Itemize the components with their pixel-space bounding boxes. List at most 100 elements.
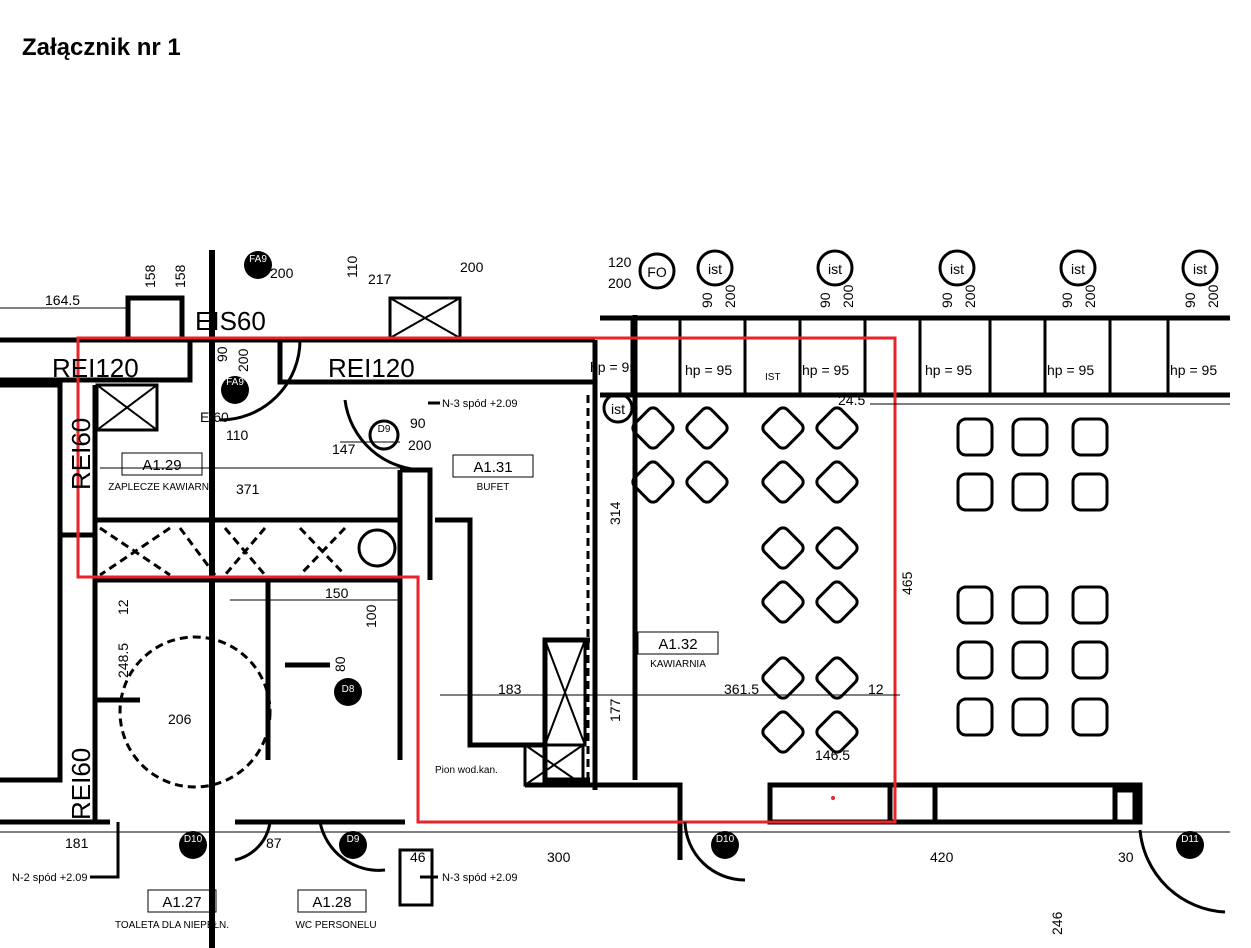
door-label: D10 bbox=[184, 834, 203, 845]
note-n3: N-3 spód +2.09 bbox=[442, 398, 518, 410]
cafe-chair-icon bbox=[815, 406, 859, 450]
room-name: ZAPLECZE KAWIARNI bbox=[108, 482, 212, 493]
dimension: 314 bbox=[607, 501, 623, 525]
fire-rating-rei60: REI60 bbox=[66, 418, 96, 490]
room-id: A1.27 bbox=[162, 894, 201, 911]
dimension: 90 bbox=[1182, 292, 1198, 308]
chair-icon bbox=[956, 697, 994, 737]
dimension: 361.5 bbox=[724, 681, 759, 697]
hp-labels: hp = 95 hp = 95 hp = 95 hp = 95 hp = 95 … bbox=[590, 359, 1217, 378]
chair-icon bbox=[1071, 472, 1109, 512]
door-label: D8 bbox=[342, 684, 355, 695]
dimension: 90 bbox=[214, 346, 230, 362]
dimension: 90 bbox=[410, 415, 426, 431]
fire-rating-ei60: EI60 bbox=[200, 409, 229, 425]
note-n2: N-2 spód +2.09 bbox=[12, 872, 88, 884]
chair-icon bbox=[956, 472, 994, 512]
dimensions: 164.5 158 158 110 217 200 200 120 200 90… bbox=[45, 254, 1221, 935]
dimension: 100 bbox=[363, 604, 379, 628]
ist-label: ist bbox=[950, 261, 964, 277]
dimension: 200 bbox=[608, 275, 632, 291]
dimension: 158 bbox=[172, 264, 188, 288]
column-markers: FO ist ist ist ist ist ist IST bbox=[602, 249, 1219, 424]
room-id: A1.28 bbox=[312, 894, 351, 911]
cafe-chair-icon bbox=[761, 526, 805, 570]
chair-icon bbox=[1071, 697, 1109, 737]
room-id: A1.31 bbox=[473, 459, 512, 476]
cafe-chair-icon bbox=[761, 656, 805, 700]
notes: N-3 spód +2.09 N-2 spód +2.09 N-3 spód +… bbox=[12, 398, 518, 884]
dimension: 12 bbox=[115, 599, 131, 615]
door-markers: FA9 FA9 D9 D8 D10 D9 D10 D11 bbox=[179, 251, 1226, 914]
dimension: 371 bbox=[236, 481, 260, 497]
door-label: FA9 bbox=[249, 254, 267, 265]
dimension: 200 bbox=[1082, 284, 1098, 308]
dimension: 120 bbox=[608, 254, 632, 270]
cafe-chair-icon bbox=[631, 460, 675, 504]
cafe-chair-icon bbox=[761, 580, 805, 624]
hp-label: hp = 95 bbox=[1047, 362, 1094, 378]
cafe-chair-icon bbox=[631, 406, 675, 450]
note-n3: N-3 spód +2.09 bbox=[442, 872, 518, 884]
cafe-chair-icon bbox=[761, 710, 805, 754]
dimension: 200 bbox=[962, 284, 978, 308]
hp-label: hp = 95 bbox=[925, 362, 972, 378]
chair-icon bbox=[1071, 417, 1109, 457]
room-name: KAWIARNIA bbox=[650, 659, 706, 670]
dimension: 300 bbox=[547, 849, 571, 865]
dimension: 146.5 bbox=[815, 747, 850, 763]
chair-icon bbox=[1071, 585, 1109, 625]
room-id: A1.32 bbox=[658, 636, 697, 653]
dimension: 200 bbox=[840, 284, 856, 308]
chair-icon bbox=[956, 640, 994, 680]
dimension: 200 bbox=[235, 348, 251, 372]
chair-icon bbox=[1011, 585, 1049, 625]
dimension: 150 bbox=[325, 585, 349, 601]
hp-label: hp = 95 bbox=[802, 362, 849, 378]
cafe-chair-icon bbox=[761, 406, 805, 450]
chair-icon bbox=[1011, 697, 1049, 737]
chair-icon bbox=[1011, 417, 1049, 457]
cafe-chair-icon bbox=[815, 580, 859, 624]
ist-upper-label: IST bbox=[765, 372, 781, 383]
dimension: 200 bbox=[722, 284, 738, 308]
dimension: 200 bbox=[408, 437, 432, 453]
dimension: 30 bbox=[1118, 849, 1134, 865]
note-plon: Pion wod.kan. bbox=[435, 765, 498, 776]
chair-icon bbox=[956, 585, 994, 625]
dimension: 420 bbox=[930, 849, 954, 865]
door-label: D9 bbox=[347, 834, 360, 845]
dimension: 217 bbox=[368, 271, 392, 287]
room-name: WC PERSONELU bbox=[295, 920, 376, 931]
door-label: D10 bbox=[716, 834, 735, 845]
chair-icon bbox=[1011, 472, 1049, 512]
fire-rating-rei120: REI120 bbox=[328, 353, 415, 383]
dimension: 147 bbox=[332, 441, 356, 457]
fo-label: FO bbox=[647, 264, 667, 280]
room-id: A1.29 bbox=[142, 457, 181, 474]
cafe-chair-icon bbox=[815, 656, 859, 700]
dimension: 90 bbox=[817, 292, 833, 308]
dimension: 90 bbox=[1059, 292, 1075, 308]
room-name: BUFET bbox=[477, 482, 510, 493]
fo-marker-icon bbox=[638, 252, 676, 290]
chair-icon bbox=[956, 417, 994, 457]
dimension: 200 bbox=[270, 265, 294, 281]
hp-label: hp = 95 bbox=[1170, 362, 1217, 378]
dimension: 110 bbox=[226, 427, 249, 443]
dimension: 110 bbox=[344, 255, 360, 278]
document-title: Załącznik nr 1 bbox=[22, 34, 181, 61]
cafe-tables bbox=[631, 406, 859, 754]
door-label: D11 bbox=[1181, 834, 1199, 845]
highlight-outline bbox=[76, 336, 897, 824]
dimension: 90 bbox=[699, 292, 715, 308]
dimension: 177 bbox=[607, 698, 623, 722]
fire-rating-rei60: REI60 bbox=[66, 748, 96, 820]
dimension-lines bbox=[0, 307, 1230, 833]
cafe-chair-icon bbox=[815, 526, 859, 570]
dimension: 206 bbox=[168, 711, 192, 727]
dimension: 200 bbox=[460, 259, 484, 275]
room-name: TOALETA DLA NIEPEŁN. bbox=[115, 920, 229, 931]
dimension: 90 bbox=[939, 292, 955, 308]
